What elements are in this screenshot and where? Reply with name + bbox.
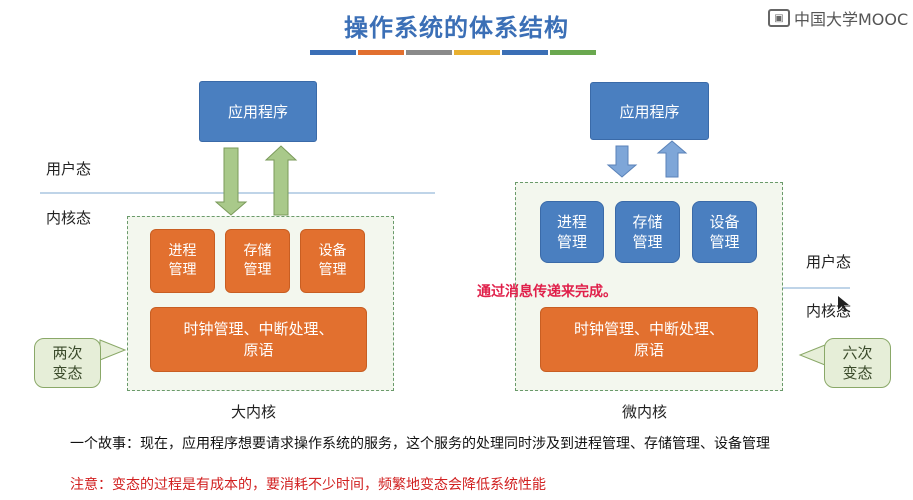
divider-6 [550,50,596,55]
right-module-process-label: 进程 管理 [556,213,587,251]
left-switch-note: 两次 变态 [34,338,101,388]
right-module-device-label: 设备 管理 [709,213,740,251]
mooc-logo: ▣ 中国大学MOOC [768,6,908,30]
right-kernel-mode-label: 内核态 [806,302,852,320]
right-module-memory-label: 存储 管理 [632,213,663,251]
divider-4 [454,50,500,55]
right-caption: 微内核 [622,403,668,421]
page-title: 操作系统的体系结构 [344,14,569,42]
right-app-box: 应用程序 [590,82,709,140]
left-module-device: 设备 管理 [300,229,365,293]
left-caption: 大内核 [231,403,277,421]
left-user-mode-label: 用户态 [46,160,92,178]
right-module-device: 设备 管理 [692,201,757,263]
right-annotation: 通过消息传递来完成。 [477,284,617,300]
left-module-memory: 存储 管理 [225,229,290,293]
left-module-memory-label: 存储 管理 [243,243,272,278]
mooc-logo-icon: ▣ [768,9,790,27]
left-app-box: 应用程序 [199,81,317,142]
left-module-process-label: 进程 管理 [168,243,197,278]
left-kernel-core: 时钟管理、中断处理、 原语 [150,307,367,372]
right-module-memory: 存储 管理 [615,201,680,263]
left-kernel-mode-label: 内核态 [46,209,92,227]
logo-text: 中国大学MOOC [794,10,909,29]
right-switch-note-label: 六次 变态 [842,344,873,382]
story-text: 一个故事：现在，应用程序想要请求操作系统的服务，这个服务的处理同时涉及到进程管理… [70,436,770,452]
right-user-mode-label: 用户态 [806,253,852,271]
divider-5 [502,50,548,55]
right-kernel-core-label: 时钟管理、中断处理、 原语 [573,319,724,359]
right-kernel-core: 时钟管理、中断处理、 原语 [540,307,758,372]
right-module-process: 进程 管理 [540,201,604,263]
divider-3 [406,50,452,55]
left-switch-note-label: 两次 变态 [52,344,83,382]
left-module-process: 进程 管理 [150,229,215,293]
left-kernel-core-label: 时钟管理、中断处理、 原语 [183,319,334,359]
warning-note: 注意：变态的过程是有成本的，要消耗不少时间，频繁地变态会降低系统性能 [70,477,546,493]
left-module-device-label: 设备 管理 [318,243,347,278]
divider-2 [358,50,404,55]
right-switch-note: 六次 变态 [824,338,891,388]
divider-1 [310,50,356,55]
